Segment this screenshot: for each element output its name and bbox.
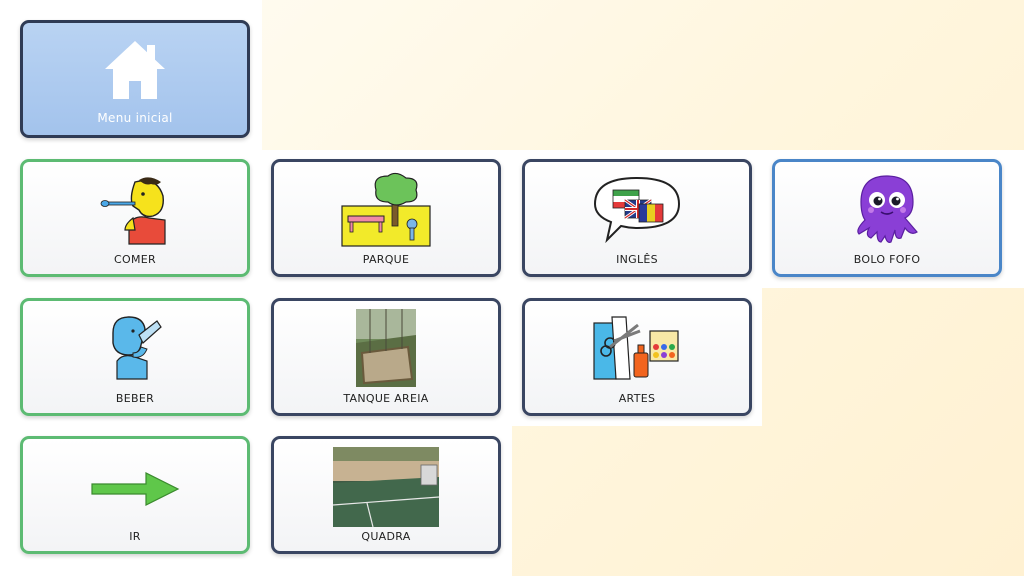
tile-label: BEBER: [115, 392, 155, 405]
house-icon: [105, 41, 165, 99]
tile-parque[interactable]: PARQUE: [271, 159, 501, 277]
tile-label: PARQUE: [362, 253, 410, 266]
art-supplies-icon: [593, 316, 679, 380]
tile-tanque-areia[interactable]: TANQUE AREIA: [271, 298, 501, 416]
person-drinking-icon: [112, 316, 162, 380]
home-menu-label: Menu inicial: [97, 111, 173, 125]
tile-label: COMER: [114, 253, 156, 266]
park-icon: [341, 172, 431, 247]
sandbox-photo: [356, 309, 416, 387]
court-photo: [333, 447, 439, 527]
tile-label: INGLÊS: [616, 253, 658, 266]
person-eating-icon: [100, 177, 166, 245]
tile-label: ARTES: [618, 392, 656, 405]
flags-speech-icon: [593, 176, 681, 244]
tile-quadra[interactable]: QUADRA: [271, 436, 501, 554]
home-menu-button[interactable]: Menu inicial: [20, 20, 250, 138]
tile-bolo-fofo[interactable]: BOLO FOFO: [772, 159, 1002, 277]
tile-ingles[interactable]: INGLÊS: [522, 159, 752, 277]
tile-ir[interactable]: IR: [20, 436, 250, 554]
tile-label: IR: [129, 530, 141, 543]
arrow-right-icon: [91, 472, 180, 506]
tile-label: TANQUE AREIA: [343, 392, 429, 405]
tile-label: QUADRA: [361, 530, 411, 543]
tile-comer[interactable]: COMER: [20, 159, 250, 277]
octopus-icon: [857, 175, 918, 243]
tile-beber[interactable]: BEBER: [20, 298, 250, 416]
tile-artes[interactable]: ARTES: [522, 298, 752, 416]
tile-label: BOLO FOFO: [853, 253, 921, 266]
